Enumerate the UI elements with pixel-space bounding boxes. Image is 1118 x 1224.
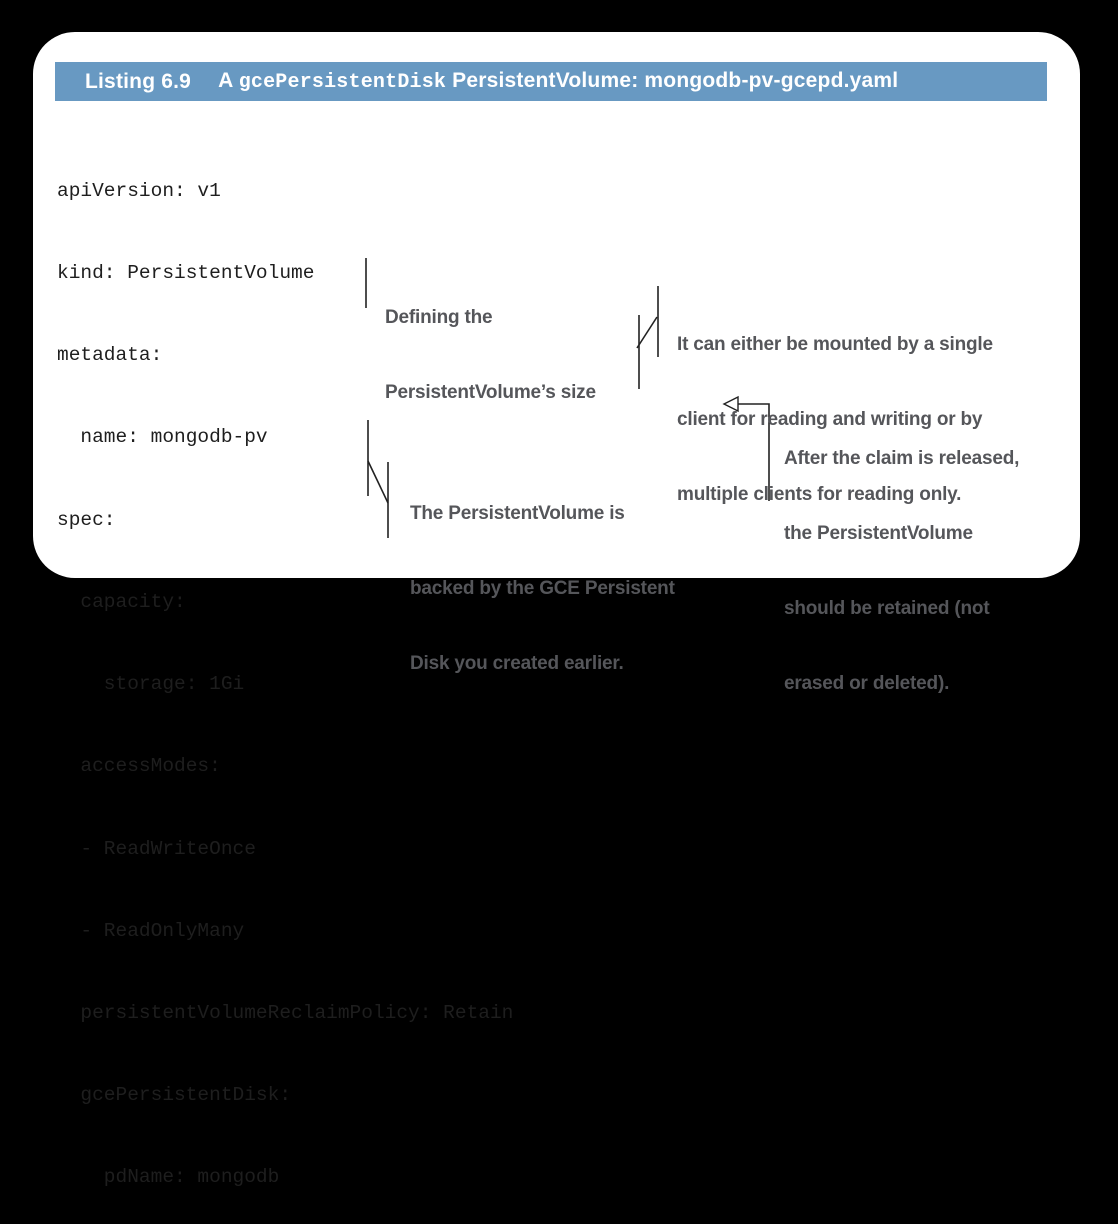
listing-title-prefix: A <box>218 69 239 92</box>
code-line: capacity: <box>57 590 186 613</box>
listing-header-bar: Listing 6.9 A gcePersistentDisk Persiste… <box>55 62 1047 101</box>
annotation-line: Disk you created earlier. <box>410 653 624 674</box>
annotation-line: multiple clients for reading only. <box>677 484 962 505</box>
annotation-line: Defining the <box>385 307 493 328</box>
code-line: - ReadOnlyMany <box>57 919 245 942</box>
annotation-line: client for reading and writing or by <box>677 409 983 430</box>
figure-canvas: Listing 6.9 A gcePersistentDisk Persiste… <box>33 32 1080 1189</box>
annotation-line: After the claim is released, <box>784 448 1020 469</box>
annotation-line: The PersistentVolume is <box>410 503 625 524</box>
annotation-line: erased or deleted). <box>784 673 950 694</box>
code-line: apiVersion: v1 <box>57 179 221 202</box>
code-line: spec: <box>57 508 116 531</box>
annotation-line: should be retained (not <box>784 598 990 619</box>
book-page <box>33 32 1080 578</box>
code-line: metadata: <box>57 344 163 367</box>
listing-title: A gcePersistentDisk PersistentVolume: mo… <box>218 69 898 94</box>
code-line: pdName: mongodb <box>57 1166 280 1189</box>
code-line: persistentVolumeReclaimPolicy: Retain <box>57 1002 514 1024</box>
code-line: accessModes: <box>57 755 221 778</box>
annotation-line: the PersistentVolume <box>784 523 973 544</box>
annotation-access-modes: It can either be mounted by a single cli… <box>677 282 993 557</box>
annotation-line: PersistentVolume’s size <box>385 382 596 403</box>
listing-title-suffix: PersistentVolume: mongodb-pv-gcepd.yaml <box>446 69 899 92</box>
annotation-reclaim-policy: After the claim is released, the Persist… <box>784 396 1019 746</box>
code-line: gcePersistentDisk: <box>57 1084 292 1107</box>
code-line: - ReadWriteOnce <box>57 837 256 860</box>
listing-number: Listing 6.9 <box>85 69 192 93</box>
annotation-line: It can either be mounted by a single <box>677 334 993 355</box>
annotation-line: backed by the GCE Persistent <box>410 578 675 599</box>
listing-title-code-term: gcePersistentDisk <box>238 71 447 94</box>
annotation-gce-disk: The PersistentVolume is backed by the GC… <box>410 451 675 726</box>
code-line: kind: PersistentVolume <box>57 262 315 285</box>
code-line: name: mongodb-pv <box>57 426 268 449</box>
annotation-capacity-size: Defining the PersistentVolume’s size <box>385 255 596 455</box>
